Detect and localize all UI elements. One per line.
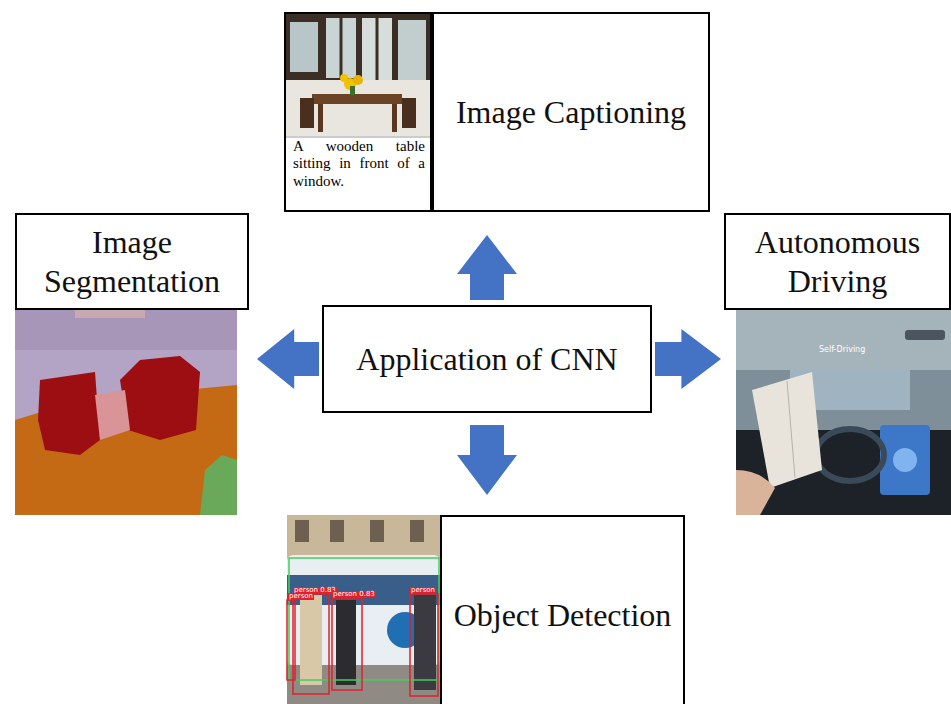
node-label: Application of CNN [356,340,617,378]
block-arrow [257,329,319,389]
room-photo [286,14,430,138]
screen-text: Self-Driving [818,346,866,354]
node-label: Image Captioning [456,93,686,131]
detection-tag: person [410,587,436,594]
node-label: Object Detection [454,596,672,634]
label-box: Autonomous Driving [724,213,951,310]
label-box: Image Captioning [432,12,710,212]
block-arrow [457,425,517,495]
label-box: Image Segmentation [15,213,249,310]
label-box: Object Detection [440,515,685,704]
block-arrow [457,235,517,300]
car-interior [736,310,951,515]
node-label: Autonomous Driving [726,223,949,300]
caption-panel: A wooden table sitting in front of a win… [284,12,432,212]
detection-tag: person 0.83 [332,591,376,598]
label-box: Application of CNN [322,305,652,413]
detection-photo [287,515,440,704]
segmentation-map [15,310,237,515]
caption-text: A wooden table sitting in front of a win… [293,138,425,190]
node-label: Image Segmentation [17,223,247,300]
detection-tag: person [288,593,314,600]
block-arrow [655,329,721,389]
